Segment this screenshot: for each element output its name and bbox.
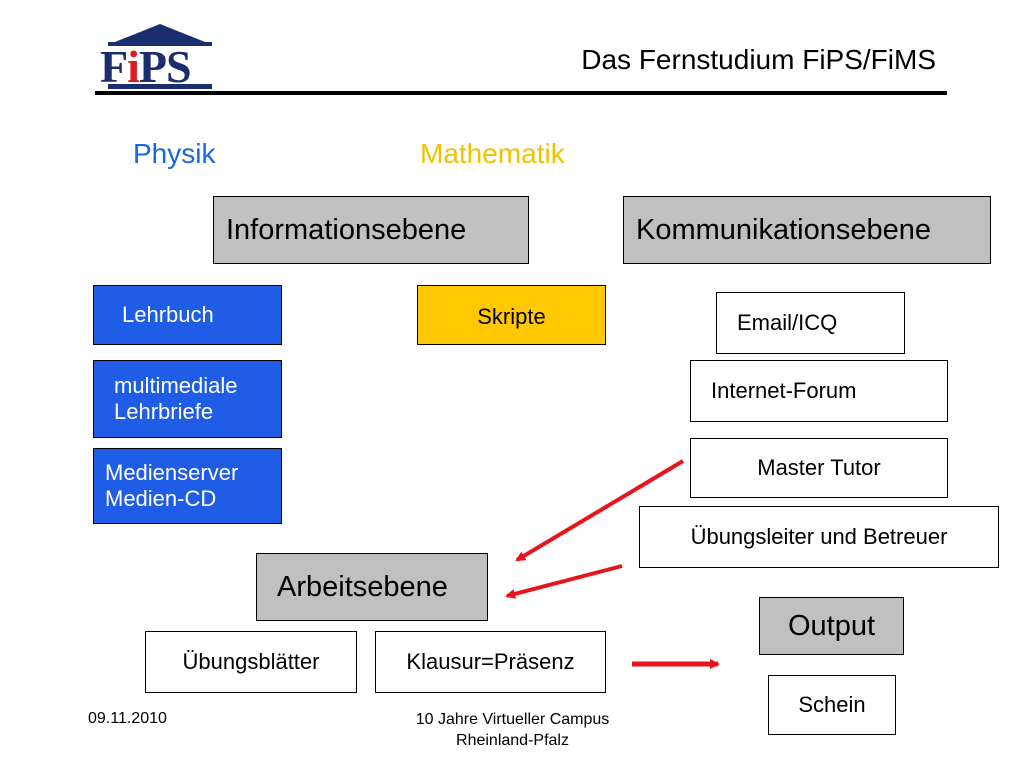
footer-campus-line1: 10 Jahre Virtueller Campus (415, 711, 610, 728)
fips-logo: FiPS (100, 22, 220, 92)
output-item-schein: Schein (768, 675, 896, 735)
comm-item-master-tutor: Master Tutor (690, 438, 948, 498)
logo-roof-icon (108, 24, 212, 89)
comm-item-master-tutor-label: Master Tutor (757, 454, 881, 480)
item-lehrbriefe-line2: Lehrbriefe (114, 399, 214, 424)
title-rule (95, 91, 947, 95)
item-medien: Medienserver Medien-CD (93, 448, 282, 524)
item-medien-line1: Medienserver (105, 459, 239, 485)
comm-item-forum-label: Internet-Forum (711, 377, 857, 403)
work-item-klausur: Klausur=Präsenz (375, 631, 606, 693)
comm-item-email: Email/ICQ (716, 292, 905, 354)
slide-title: Das Fernstudium FiPS/FiMS (581, 44, 936, 75)
item-lehrbuch: Lehrbuch (93, 285, 282, 345)
item-lehrbriefe-line1: multimediale (114, 372, 238, 398)
arrow-master-tutor-to-work (515, 459, 685, 562)
comm-item-uebungsleiter: Übungsleiter und Betreuer (639, 506, 999, 568)
item-medien-line2: Medien-CD (105, 486, 217, 511)
comm-item-uebungsleiter-label: Übungsleiter und Betreuer (690, 523, 948, 549)
logo-letters-ps: PS (138, 41, 192, 92)
column-label-mathematik: Mathematik (420, 138, 565, 169)
footer-date: 09.11.2010 (88, 710, 167, 727)
work-item-klausur-label: Klausur=Präsenz (406, 648, 575, 674)
item-lehrbriefe: multimediale Lehrbriefe (93, 360, 282, 438)
footer-campus: 10 Jahre Virtueller Campus Rheinland-Pfa… (380, 710, 645, 752)
item-skripte: Skripte (417, 285, 606, 345)
work-item-uebungsblaetter-label: Übungsblätter (182, 648, 320, 674)
comm-item-email-label: Email/ICQ (737, 309, 838, 335)
level-work-label: Arbeitsebene (277, 570, 448, 603)
level-communication: Kommunikationsebene (623, 196, 991, 264)
logo-letter-f: F (100, 41, 128, 92)
level-information-label: Informationsebene (226, 213, 467, 246)
arrow-uebungsleiter-to-work (505, 564, 623, 599)
item-skripte-label: Skripte (477, 304, 546, 329)
level-work: Arbeitsebene (256, 553, 488, 621)
logo-letter-i: i (127, 41, 140, 92)
level-communication-label: Kommunikationsebene (636, 213, 932, 246)
output-item-schein-label: Schein (798, 691, 866, 717)
column-label-physik: Physik (133, 138, 216, 169)
level-output: Output (759, 597, 904, 655)
work-item-uebungsblaetter: Übungsblätter (145, 631, 357, 693)
level-information: Informationsebene (213, 196, 529, 264)
footer-campus-line2: Rheinland-Pfalz (456, 731, 569, 749)
comm-item-forum: Internet-Forum (690, 360, 948, 422)
item-lehrbuch-label: Lehrbuch (122, 301, 214, 327)
level-output-label: Output (788, 609, 876, 642)
logo-text: FiPS (100, 41, 192, 92)
